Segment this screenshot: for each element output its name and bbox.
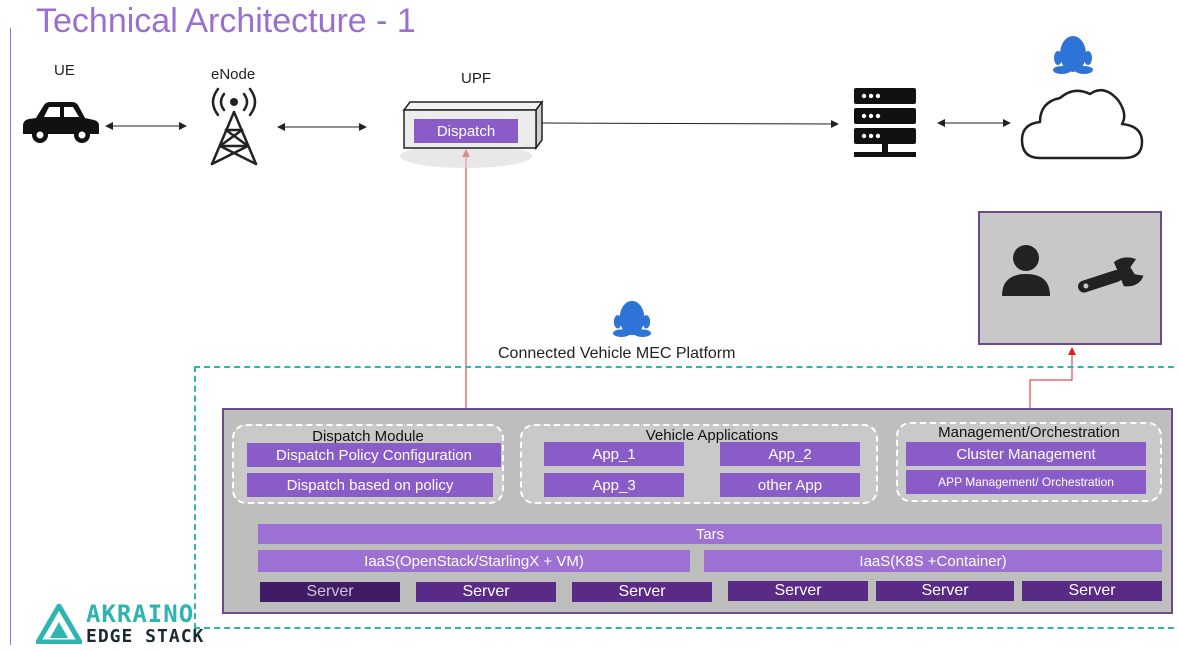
server-4: Server <box>728 581 868 601</box>
logo-akraino: AKRAINO <box>86 600 195 628</box>
wrench-icon <box>1077 257 1144 293</box>
penguin-icon <box>1053 36 1093 74</box>
tars-bar: Tars <box>258 524 1162 544</box>
server-rack-icon <box>854 88 916 157</box>
cloud-icon <box>1020 88 1144 160</box>
app-management: APP Management/ Orchestration <box>906 470 1146 494</box>
car-icon <box>23 102 99 143</box>
app-2: App_2 <box>720 442 860 466</box>
app-1: App_1 <box>544 442 684 466</box>
dispatch-policy-config: Dispatch Policy Configuration <box>247 443 501 467</box>
antenna-tower-icon <box>210 87 258 166</box>
cluster-management: Cluster Management <box>906 442 1146 466</box>
vehicle-applications-title: Vehicle Applications <box>645 427 779 444</box>
enode-label: eNode <box>211 66 256 83</box>
platform-label: Connected Vehicle MEC Platform <box>498 345 736 362</box>
management-title: Management/Orchestration <box>938 424 1120 441</box>
other-app: other App <box>720 473 860 497</box>
link-admin-management <box>1026 347 1076 417</box>
akraino-logo-icon <box>36 604 82 644</box>
upf-dispatch-box: Dispatch <box>414 119 518 143</box>
mec-platform-region <box>194 366 1178 629</box>
server-3: Server <box>572 582 712 602</box>
iaas-openstack-bar: IaaS(OpenStack/StarlingX + VM) <box>258 550 690 572</box>
user-icon <box>1002 245 1050 296</box>
server-6: Server <box>1022 581 1162 601</box>
penguin-icon <box>612 300 652 338</box>
logo-edge-stack: EDGE STACK <box>86 626 205 647</box>
server-2: Server <box>416 582 556 602</box>
dispatch-based-on-policy: Dispatch based on policy <box>247 473 493 497</box>
app-3: App_3 <box>544 473 684 497</box>
left-divider <box>10 28 11 645</box>
server-1: Server <box>260 582 400 602</box>
server-5: Server <box>876 581 1014 601</box>
iaas-k8s-bar: IaaS(K8S +Container) <box>704 550 1162 572</box>
dispatch-module-title: Dispatch Module <box>312 428 424 445</box>
page-title: Technical Architecture - 1 <box>36 2 416 40</box>
upf-label: UPF <box>461 70 491 87</box>
link-upf-server <box>541 119 839 128</box>
ue-label: UE <box>54 62 75 79</box>
